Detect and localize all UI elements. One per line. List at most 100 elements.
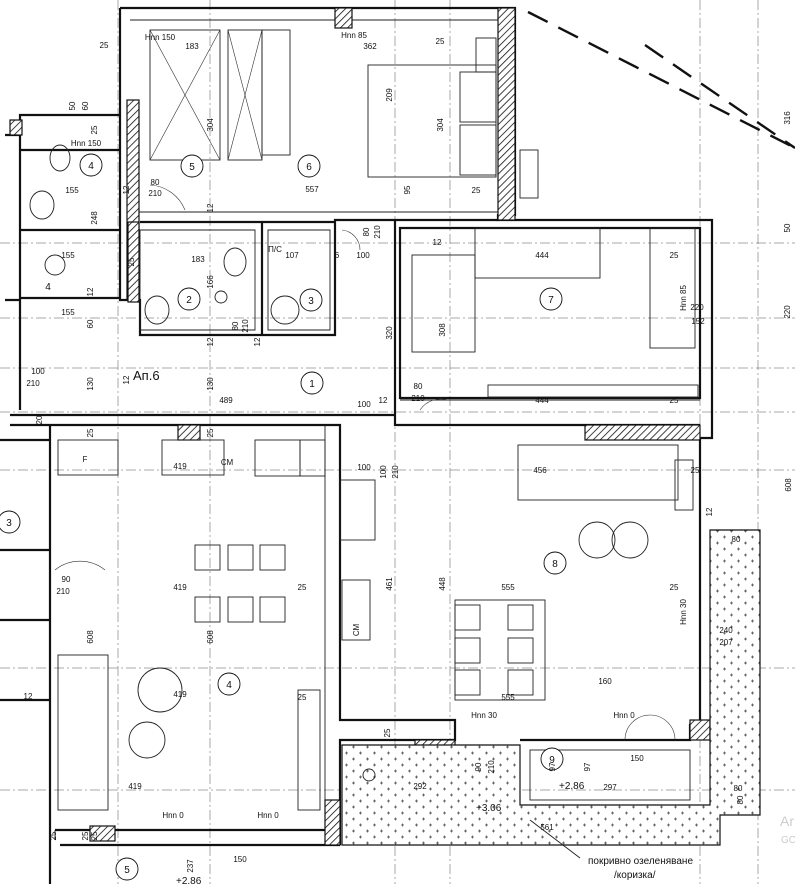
dimension-label: 183	[191, 255, 205, 264]
dimension-label: 461	[385, 577, 394, 591]
roof-edge	[527, 10, 795, 150]
dimension-label: 25	[670, 583, 679, 592]
dimension-label: 100	[379, 465, 388, 479]
dimension-label: 90	[474, 762, 483, 771]
dimension-label: 100	[356, 251, 370, 260]
dimension-label: 304	[436, 118, 445, 132]
dimension-label: 183	[185, 42, 199, 51]
room-number-2: 2	[186, 295, 192, 306]
dimension-label: 448	[438, 577, 447, 591]
dimension-label: 80	[231, 321, 240, 330]
dimension-label: П/С	[268, 245, 282, 254]
dimension-label: 220	[783, 305, 792, 319]
dimension-label: 25	[436, 37, 445, 46]
dimension-label: 80	[151, 178, 160, 187]
dimension-label: 210	[26, 379, 40, 388]
dimension-label: 419	[173, 583, 187, 592]
dimension-label: Hnn 0	[162, 811, 184, 820]
dimension-label: 25	[670, 396, 679, 405]
dimension-label: 12	[206, 337, 215, 346]
dimension-label: 130	[86, 377, 95, 391]
level-mark-terrace: +3.06	[476, 803, 502, 814]
dimension-label: 155	[65, 186, 79, 195]
dimension-label: 80	[414, 382, 423, 391]
dimension-label: 100	[31, 367, 45, 376]
dimension-label: 240	[719, 626, 733, 635]
dimension-label: 207	[719, 638, 733, 647]
dimension-label: 608	[86, 630, 95, 644]
watermark-fragment-2: GC	[781, 835, 795, 846]
dimension-label: 210	[148, 189, 162, 198]
room-number-5: 5	[189, 162, 195, 173]
dimension-label: 608	[784, 478, 793, 492]
dimension-label: 60	[81, 101, 90, 110]
dimension-label: 12	[206, 203, 215, 212]
dimension-label: 25	[206, 428, 215, 437]
dimension-label: 12	[433, 238, 442, 247]
dimension-label: 25	[90, 125, 99, 134]
dimension-label: Hnn 150	[71, 139, 102, 148]
dimension-label: 50	[783, 223, 792, 232]
dimension-label: 80	[736, 795, 745, 804]
watermark-fragment-1: Ar	[780, 813, 794, 829]
dimension-label: 561	[540, 823, 554, 832]
level-mark-room-9: +2.86	[559, 781, 585, 792]
legend-line-2: /коризка/	[614, 870, 656, 881]
dimension-label: F	[83, 455, 88, 464]
dimension-label: 362	[363, 42, 377, 51]
room-number-4: 4	[226, 680, 232, 691]
dimension-label: 12	[122, 185, 131, 194]
dimension-label: 210	[391, 465, 400, 479]
dimension-label: 456	[533, 466, 547, 475]
dimension-label: 95	[403, 185, 412, 194]
dimension-label: 308	[438, 323, 447, 337]
dimension-label: 419	[173, 690, 187, 699]
dimension-label: 50	[68, 101, 77, 110]
dimension-label: Hnn 30	[679, 599, 688, 625]
dimension-label: 25	[298, 693, 307, 702]
dimension-label: 25	[81, 831, 90, 840]
dimension-label: 25	[127, 257, 136, 266]
room-number-8: 8	[552, 559, 558, 570]
dimension-label: 555	[501, 693, 515, 702]
dimension-label: 12	[379, 396, 388, 405]
room-number-3: 3	[308, 296, 314, 307]
roof-greening-legend: покривно озеленяване /коризка/	[529, 819, 693, 881]
dimension-label: 80	[734, 784, 743, 793]
dimension-label: 210	[411, 394, 425, 403]
dimension-label: 444	[535, 251, 549, 260]
dimension-label: 155	[61, 251, 75, 260]
dimension-label: 248	[90, 211, 99, 225]
dimension-label: 100	[357, 400, 371, 409]
neighbor-room-4b: 4	[45, 282, 51, 293]
dimension-label: 210	[56, 587, 70, 596]
room-number-1: 1	[309, 379, 315, 390]
neighbor-room-5: 5	[124, 865, 130, 876]
dimension-label: Hnn 30	[471, 711, 497, 720]
dimension-label: 90	[62, 575, 71, 584]
dimension-label: Hnn 150	[145, 33, 176, 42]
level-mark-bottom: +2.86	[176, 876, 202, 884]
dimension-label: Hnn 85	[679, 285, 688, 311]
dimension-label: СМ	[221, 458, 234, 467]
dimension-label: 320	[385, 326, 394, 340]
room-number-6: 6	[306, 162, 312, 173]
neighbor-room-4: 4	[88, 161, 94, 172]
dimension-label: 25	[472, 186, 481, 195]
dimension-label: 80	[732, 535, 741, 544]
dimension-label: 557	[305, 185, 319, 194]
dimension-label: 555	[501, 583, 515, 592]
dimension-label: 209	[385, 88, 394, 102]
dimension-label: 166	[206, 275, 215, 289]
level-marks: +3.06 +2.86 +2.86	[176, 781, 585, 884]
dimension-label: 210	[487, 760, 496, 774]
dimension-label: 210	[373, 225, 382, 239]
dimension-label: 292	[413, 782, 427, 791]
dimension-label: СМ	[352, 623, 361, 636]
dimension-label: 97	[583, 762, 592, 771]
dimension-label: 608	[206, 630, 215, 644]
dimension-label: 160	[598, 677, 612, 686]
dimension-label: 150	[630, 754, 644, 763]
